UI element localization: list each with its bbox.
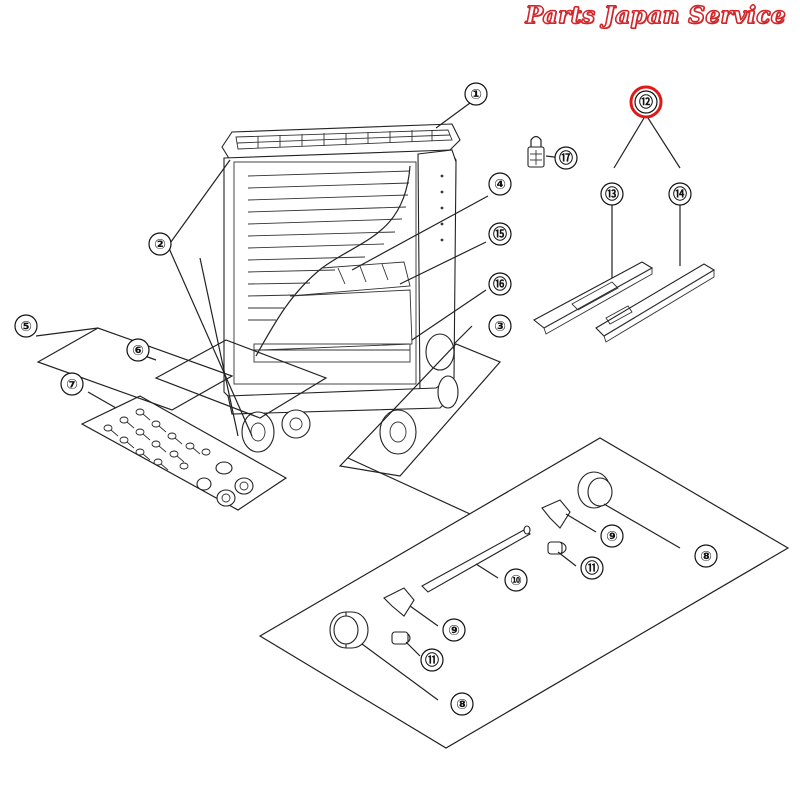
- svg-text:⑭: ⑭: [673, 186, 687, 203]
- svg-text:⑨: ⑨: [606, 529, 618, 545]
- svg-text:⑯: ⑯: [493, 276, 507, 293]
- svg-text:⑪: ⑪: [425, 652, 439, 669]
- callout-16: ⑯: [488, 272, 512, 296]
- svg-text:⑪: ⑪: [585, 560, 599, 577]
- callout-1: ①: [464, 82, 488, 106]
- svg-text:⑨: ⑨: [448, 623, 460, 639]
- svg-text:②: ②: [154, 237, 166, 253]
- callout-15: ⑮: [488, 222, 512, 246]
- svg-text:⑤: ⑤: [20, 319, 32, 335]
- bolt-kit-sheet: [36, 327, 328, 511]
- svg-text:⑮: ⑮: [493, 226, 507, 243]
- brand-watermark: Parts Japan Service: [525, 1, 786, 29]
- callout-4: ④: [488, 172, 512, 196]
- svg-text:③: ③: [494, 319, 506, 335]
- leader-lines: [35, 102, 681, 701]
- caster-wheels: [241, 333, 459, 455]
- tool-cabinet: [221, 123, 461, 455]
- callout-8-upper: ⑧: [694, 544, 718, 568]
- svg-text:⑦: ⑦: [66, 377, 78, 393]
- svg-text:⑬: ⑬: [605, 186, 619, 203]
- callout-5: ⑤: [14, 314, 38, 338]
- callout-9-upper: ⑨: [600, 524, 624, 548]
- axle-kit-sheet: [258, 437, 790, 749]
- callout-14: ⑭: [668, 182, 692, 206]
- callout-11-lower: ⑪: [420, 648, 444, 672]
- padlock-part: [527, 135, 545, 168]
- callout-12-highlighted: ⑫: [629, 85, 663, 119]
- svg-text:⑧: ⑧: [700, 549, 712, 565]
- callout-10: ⑩: [504, 568, 528, 592]
- callout-6: ⑥: [126, 338, 150, 362]
- callout-8-lower: ⑧: [450, 692, 474, 716]
- svg-text:④: ④: [494, 177, 506, 193]
- svg-text:⑰: ⑰: [559, 150, 573, 167]
- callout-7: ⑦: [60, 372, 84, 396]
- callout-11-upper: ⑪: [580, 556, 604, 580]
- callout-2: ②: [148, 232, 172, 256]
- svg-text:①: ①: [470, 87, 482, 103]
- callout-9-lower: ⑨: [442, 618, 466, 642]
- svg-text:⑫: ⑫: [639, 94, 653, 111]
- callout-17: ⑰: [554, 146, 578, 170]
- callout-3: ③: [488, 314, 512, 338]
- svg-text:⑧: ⑧: [456, 697, 468, 713]
- handle-parts: [533, 261, 716, 343]
- svg-text:⑥: ⑥: [132, 343, 144, 359]
- svg-text:⑩: ⑩: [510, 573, 522, 589]
- callout-13: ⑬: [600, 182, 624, 206]
